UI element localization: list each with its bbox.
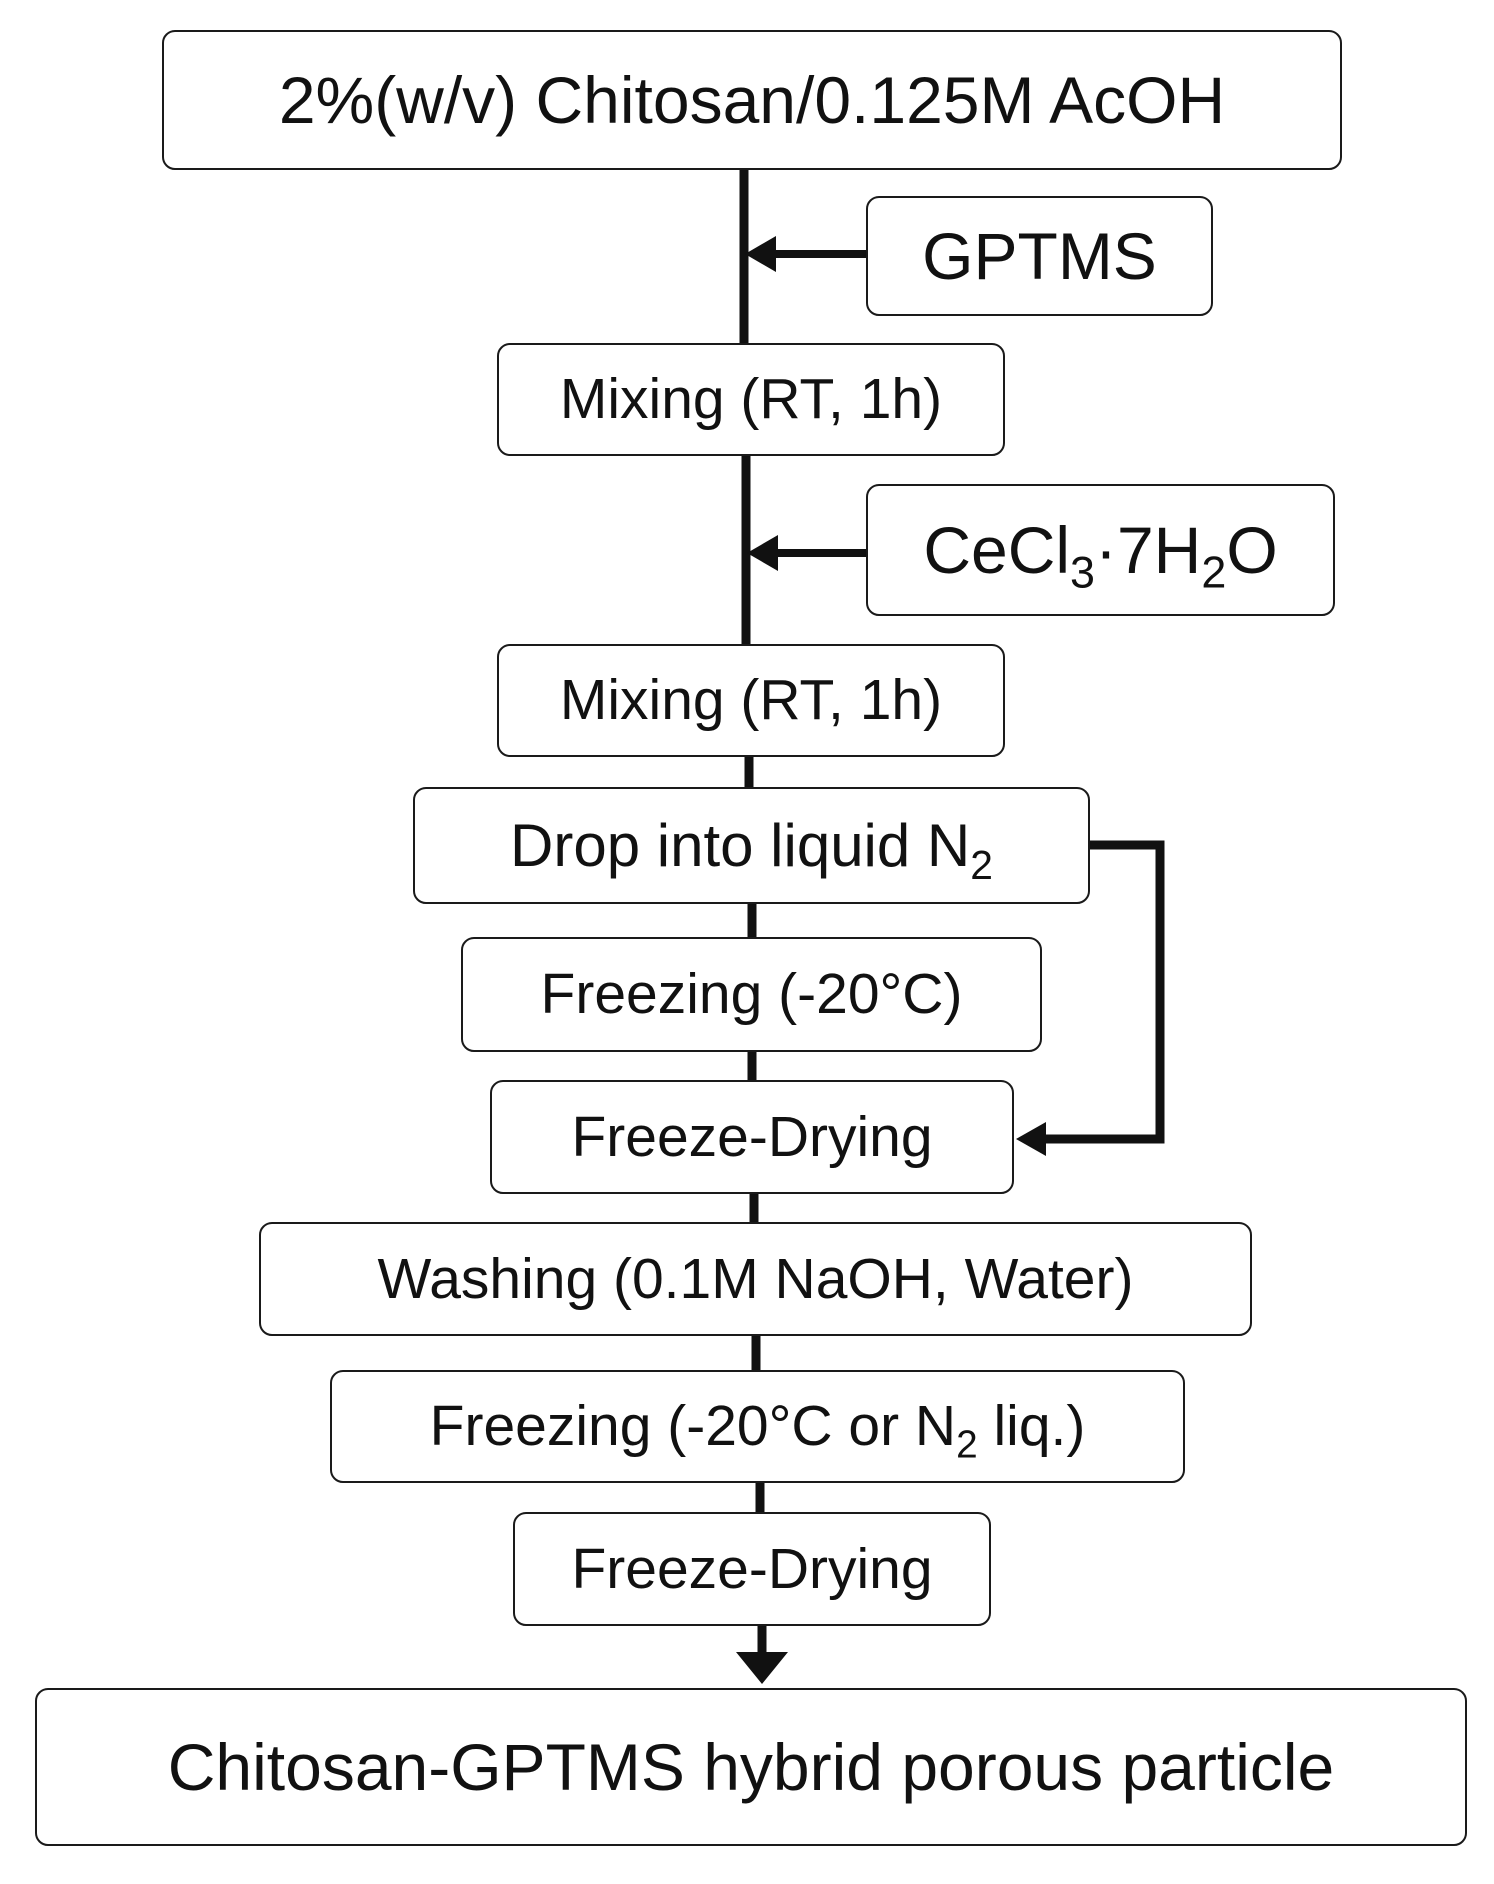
node-cecl3-label: CeCl3·7H2O [923, 513, 1278, 598]
node-drop-into-liquid-n2: Drop into liquid N2 [413, 787, 1090, 904]
node-freezing-2-label: Freezing (-20°C or N2 liq.) [429, 1394, 1086, 1467]
node-start: 2%(w/v) Chitosan/0.125M AcOH [162, 30, 1342, 170]
node-product: Chitosan-GPTMS hybrid porous particle [35, 1688, 1467, 1846]
arrowhead-cecl3 [747, 535, 778, 571]
node-washing-label: Washing (0.1M NaOH, Water) [377, 1246, 1134, 1311]
node-washing: Washing (0.1M NaOH, Water) [259, 1222, 1252, 1336]
arrowhead-product [736, 1652, 788, 1684]
node-product-label: Chitosan-GPTMS hybrid porous particle [167, 1730, 1335, 1804]
node-drop-label: Drop into liquid N2 [510, 811, 993, 888]
node-freeze-drying-2: Freeze-Drying [513, 1512, 991, 1626]
node-cecl3: CeCl3·7H2O [866, 484, 1335, 616]
node-gptms-label: GPTMS [922, 219, 1157, 293]
node-freeze-drying-1: Freeze-Drying [490, 1080, 1014, 1194]
node-freezing-2: Freezing (-20°C or N2 liq.) [330, 1370, 1185, 1483]
arrowhead-bypass [1016, 1122, 1046, 1156]
node-freeze-drying-2-label: Freeze-Drying [571, 1536, 933, 1601]
node-freezing-1-label: Freezing (-20°C) [540, 962, 963, 1026]
node-freezing-1: Freezing (-20°C) [461, 937, 1042, 1052]
node-mixing-2-label: Mixing (RT, 1h) [559, 668, 943, 732]
node-freeze-drying-1-label: Freeze-Drying [571, 1104, 933, 1169]
node-start-label: 2%(w/v) Chitosan/0.125M AcOH [278, 63, 1226, 137]
node-gptms: GPTMS [866, 196, 1213, 316]
edge-drop-bypass-to-freeze-drying-1 [1040, 840, 1165, 1144]
node-mixing-2: Mixing (RT, 1h) [497, 644, 1005, 757]
node-mixing-1-label: Mixing (RT, 1h) [559, 367, 943, 431]
node-mixing-1: Mixing (RT, 1h) [497, 343, 1005, 456]
arrowhead-gptms [745, 236, 776, 272]
